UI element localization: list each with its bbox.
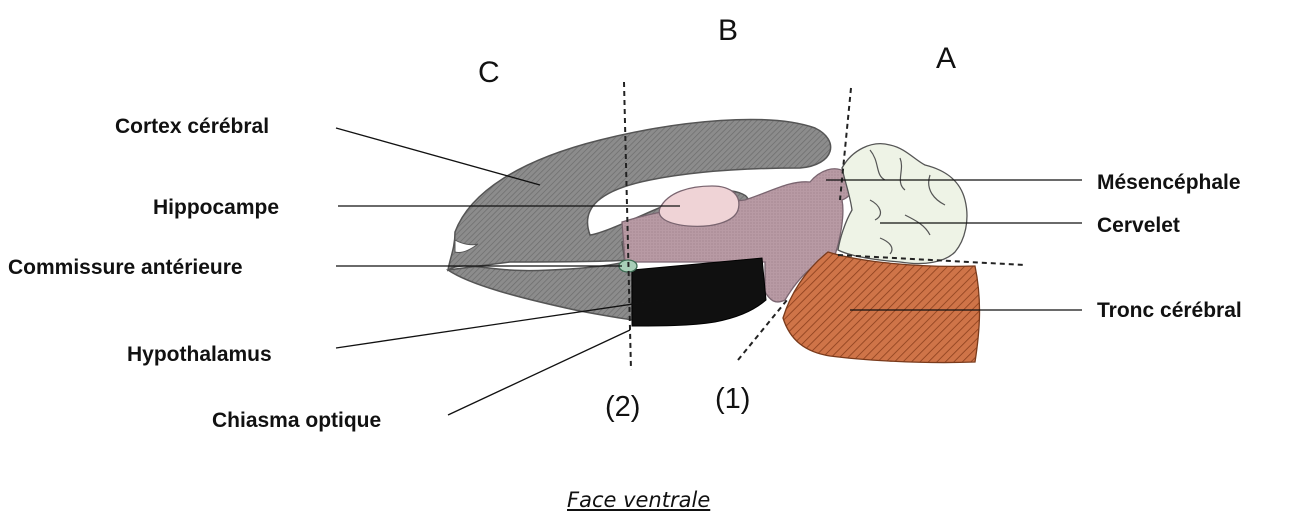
leader-hypothalamus <box>336 300 660 348</box>
region-c-label: C <box>478 58 500 88</box>
cervelet-shape <box>838 144 967 264</box>
label-commissure: Commissure antérieure <box>8 257 243 278</box>
region-a-label: A <box>936 44 956 74</box>
cut-1-label: (1) <box>715 385 750 414</box>
label-cortex: Cortex cérébral <box>115 116 269 137</box>
hypothalamus-shape <box>632 258 766 326</box>
label-hippocampe: Hippocampe <box>153 197 279 218</box>
cut-2-label: (2) <box>605 393 640 422</box>
label-cervelet: Cervelet <box>1097 215 1180 236</box>
region-b-label: B <box>718 16 738 46</box>
leader-chiasma <box>448 330 630 415</box>
caption: Face ventrale <box>567 490 710 511</box>
label-tronc: Tronc cérébral <box>1097 300 1242 321</box>
label-hypothalamus: Hypothalamus <box>127 344 272 365</box>
label-mesencephale: Mésencéphale <box>1097 172 1241 193</box>
label-chiasma: Chiasma optique <box>212 410 381 431</box>
tronc-shape <box>783 252 980 363</box>
leader-cortex <box>336 128 540 185</box>
